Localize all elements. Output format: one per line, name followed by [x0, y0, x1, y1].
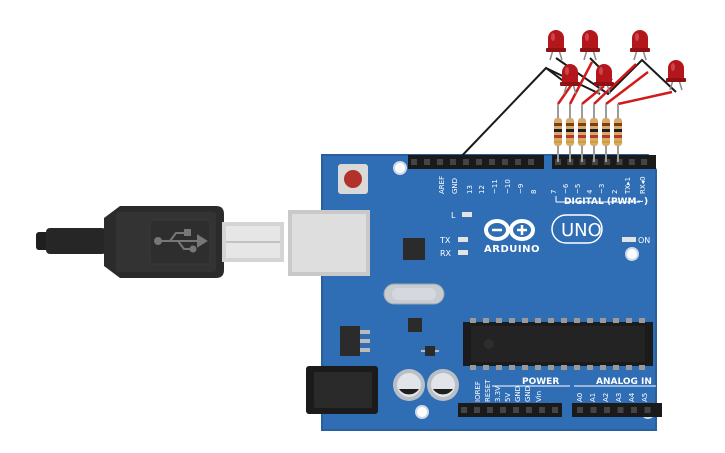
- power-pin-label: GND: [524, 386, 532, 402]
- power-pin-label: Vin: [535, 391, 543, 402]
- top-pin-label: ~11: [491, 179, 499, 194]
- power-jack: [306, 366, 378, 414]
- analog-pin-label: A3: [615, 393, 623, 402]
- top-pin-label: TX▸1: [624, 177, 632, 195]
- mount-hole: [393, 161, 407, 175]
- resistor[interactable]: [590, 104, 598, 162]
- resistor[interactable]: [554, 104, 562, 162]
- top-pin-label: ~6: [562, 183, 570, 194]
- red-led-icon[interactable]: [560, 64, 580, 95]
- led-rx-label: RX: [440, 249, 452, 258]
- top-pin-label: ~3: [598, 184, 606, 194]
- board-led-tx: TX: [439, 236, 468, 245]
- red-led-icon[interactable]: [594, 64, 614, 95]
- power-pin-label: 5V: [504, 393, 512, 402]
- arduino-logo: ARDUINO UNO: [484, 214, 603, 255]
- top-pin-label: 2: [611, 190, 619, 194]
- analog-pin-label: A1: [589, 393, 597, 402]
- analog-pin-label: A2: [602, 393, 610, 402]
- usb-chip: [403, 238, 425, 260]
- analog-title: ANALOG IN: [596, 377, 652, 387]
- voltage-regulator: [340, 326, 370, 356]
- capacitor: [427, 369, 459, 401]
- power-pin-label: RESET: [484, 379, 492, 402]
- top-pin-label: 12: [478, 185, 486, 194]
- resistor-array: [554, 104, 622, 162]
- board-led-rx: RX: [440, 249, 468, 258]
- mount-hole: [625, 247, 639, 261]
- top-pin-label: RX◂0: [639, 176, 647, 194]
- red-led-icon[interactable]: [580, 30, 600, 61]
- led-l-label: L: [451, 211, 456, 220]
- small-chip: [408, 318, 422, 332]
- model-label: UNO: [561, 220, 602, 241]
- usb-symbol-icon: [154, 229, 208, 253]
- crystal-oscillator: [383, 283, 445, 305]
- red-led-icon[interactable]: [546, 30, 566, 61]
- board-led-on: ON: [622, 236, 650, 245]
- small-transistor: [421, 346, 439, 356]
- power-pin-label: GND: [514, 386, 522, 402]
- top-pin-label: 7: [550, 190, 558, 194]
- mount-hole: [415, 405, 429, 419]
- top-pin-label: 8: [530, 190, 538, 194]
- usb-cable[interactable]: [36, 206, 284, 278]
- header-top-right: [552, 155, 656, 169]
- top-pin-label: GND: [451, 178, 459, 194]
- led-array: [546, 30, 686, 95]
- power-pin-label: IOREF: [474, 381, 482, 402]
- power-title: POWER: [522, 377, 559, 387]
- resistor[interactable]: [602, 104, 610, 162]
- analog-pin-label: A0: [576, 393, 584, 402]
- wires: [455, 57, 677, 163]
- top-pin-label: AREF: [438, 176, 446, 194]
- brand-label: ARDUINO: [484, 244, 540, 255]
- top-pin-label: ~10: [504, 179, 512, 194]
- header-analog: [572, 403, 662, 417]
- infinity-logo-icon: [484, 219, 535, 241]
- board-led-l: L: [451, 211, 472, 220]
- top-pin-label: ~5: [574, 184, 582, 194]
- header-power: [458, 403, 562, 417]
- top-pin-label: ~9: [517, 184, 525, 194]
- resistor[interactable]: [578, 104, 586, 162]
- usb-b-port: [288, 210, 370, 276]
- resistor[interactable]: [614, 104, 622, 162]
- atmega-chip: [463, 318, 653, 370]
- power-pin-label: 3.3V: [494, 386, 502, 402]
- analog-pin-label: A4: [628, 392, 636, 402]
- top-pin-label: 13: [466, 185, 474, 194]
- on-label: ON: [638, 236, 650, 245]
- resistor[interactable]: [566, 104, 574, 162]
- top-pin-label: 4: [586, 189, 594, 194]
- capacitor: [393, 369, 425, 401]
- red-led-icon[interactable]: [630, 30, 650, 61]
- analog-pin-label: A5: [641, 393, 649, 402]
- red-led-icon[interactable]: [666, 60, 686, 91]
- reset-button[interactable]: [338, 164, 368, 194]
- led-tx-label: TX: [439, 236, 451, 245]
